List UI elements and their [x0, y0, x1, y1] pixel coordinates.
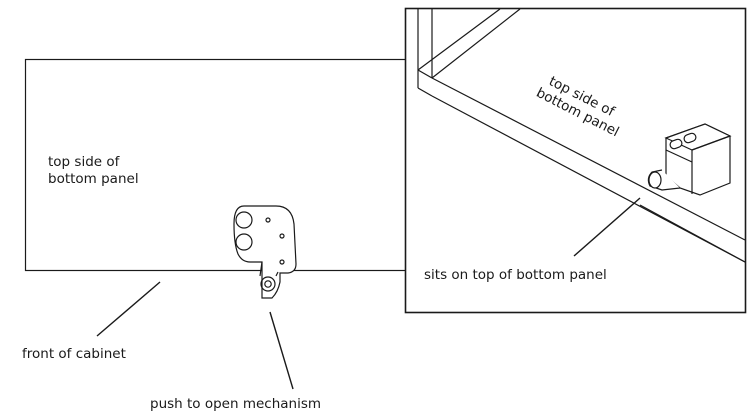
sits-on-top-leader [573, 197, 641, 257]
panel-label-line2: bottom panel [48, 171, 139, 187]
catch-top-view [233, 205, 297, 299]
catch-perspective [647, 123, 732, 196]
sits-on-top-label: sits on top of bottom panel [424, 267, 607, 283]
front-of-cabinet-label: front of cabinet [22, 346, 126, 362]
push-to-open-leader [269, 311, 294, 390]
panel-label-line1: top side of [48, 154, 121, 170]
cabinet-perspective [417, 8, 746, 263]
front-of-cabinet-leader [96, 281, 161, 337]
push-to-open-label: push to open mechanism [150, 396, 321, 412]
